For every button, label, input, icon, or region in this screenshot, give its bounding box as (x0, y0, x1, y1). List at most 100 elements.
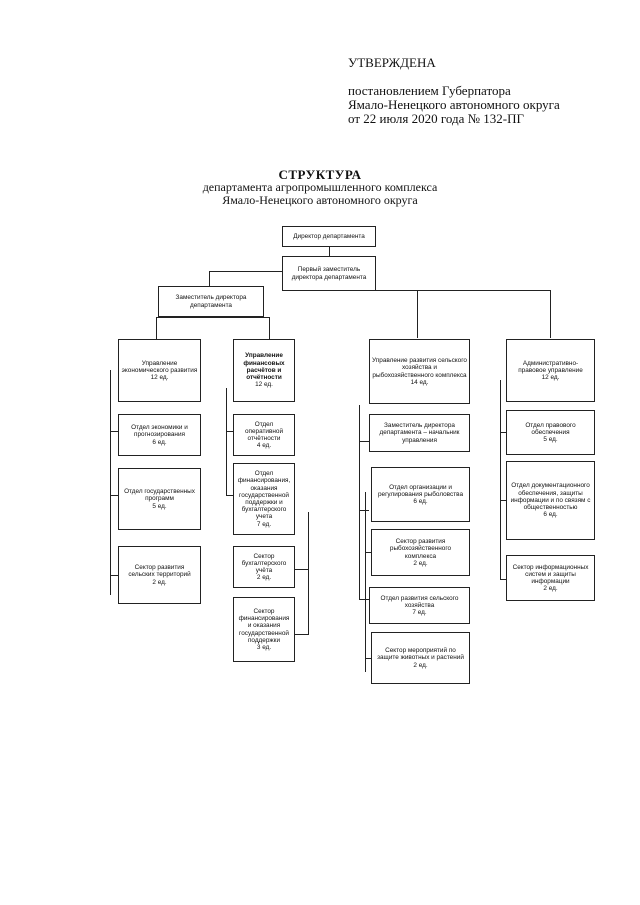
sector-box: Сектор финансирования и оказания государ… (233, 597, 295, 662)
department-box: Отдел оперативной отчётности 4 ед. (233, 414, 295, 456)
connector-line (269, 317, 270, 339)
box-label: Сектор информационных систем и защиты ин… (512, 563, 589, 585)
box-label: Сектор развития сельских территорий (128, 564, 191, 579)
box-label: Отдел государственных программ (124, 488, 195, 503)
box-label: Управление экономического развития (121, 359, 198, 374)
staff-count: 2 ед. (413, 661, 428, 669)
box-label: Отдел экономики и прогнозирования (131, 424, 188, 439)
document-title: СТРУКТУРА (278, 167, 362, 182)
department-box: Отдел развития сельского хозяйства 7 ед. (369, 587, 470, 624)
box-label: Сектор бухгалтерского учёта (241, 552, 287, 574)
connector-line (500, 500, 506, 501)
department-box: Отдел организации и регулирования рыболо… (371, 467, 470, 522)
connector-line (156, 317, 270, 318)
box-label: Отдел оперативной отчётности (244, 420, 284, 442)
box-label: Отдел организации и регулирования рыболо… (377, 483, 463, 498)
sector-box: Сектор бухгалтерского учёта 2 ед. (233, 546, 295, 588)
deputy-head-box: Заместитель директора департамента – нач… (369, 414, 470, 452)
department-box: Отдел экономики и прогнозирования 6 ед. (118, 414, 201, 456)
sector-box: Сектор развития рыбохозяйственного компл… (371, 529, 470, 576)
connector-line (500, 579, 506, 580)
box-label: Управление финансовых расчётов и отчётно… (243, 352, 285, 382)
staff-count: 14 ед. (410, 378, 429, 386)
division-box: Управление экономического развития 12 ед… (118, 339, 201, 402)
staff-count: 4 ед. (256, 442, 272, 450)
staff-count: 2 ед. (543, 585, 558, 593)
staff-count: 2 ед. (256, 574, 272, 582)
approval-line: Ямало-Ненецкого автономного округа (348, 97, 560, 112)
box-label: Сектор развития рыбохозяйственного компл… (389, 538, 452, 560)
first-deputy-box: Первый заместитель директора департамент… (282, 256, 376, 291)
staff-count: 12 ед. (255, 381, 273, 389)
staff-count: 5 ед. (152, 502, 167, 510)
connector-line (110, 431, 118, 432)
sector-box: Сектор информационных систем и защиты ин… (506, 555, 595, 601)
connector-line (329, 246, 330, 257)
connector-line (209, 271, 282, 272)
connector-line (110, 575, 118, 576)
connector-line (500, 432, 506, 433)
deputy-box: Заместитель директора департамента (158, 286, 264, 317)
connector-line (365, 492, 366, 672)
connector-line (308, 512, 309, 635)
box-label: Управление развития сельского хозяйства … (372, 357, 467, 379)
division-box: Административно-правовое управление 12 е… (506, 339, 595, 402)
staff-count: 12 ед. (541, 374, 560, 382)
connector-line (295, 569, 309, 570)
approval-date: от 22 июля 2020 года № 132-ПГ (348, 111, 524, 126)
box-label: Отдел документационного обеспечения, защ… (510, 482, 591, 512)
document-subtitle: департамента агропромышленного комплекса (202, 180, 438, 194)
department-box: Отдел государственных программ 5 ед. (118, 468, 201, 530)
sector-box: Сектор мероприятий по защите животных и … (371, 632, 470, 684)
box-label: Административно-правовое управление (518, 359, 583, 374)
approval-title: УТВЕРЖДЕНА (348, 55, 436, 70)
staff-count: 6 ед. (413, 498, 428, 506)
connector-line (365, 552, 371, 553)
connector-line (359, 599, 369, 600)
division-box: Управление финансовых расчётов и отчётно… (233, 339, 295, 402)
department-box: Отдел финансирования, оказания государст… (233, 463, 295, 535)
division-box: Управление развития сельского хозяйства … (369, 339, 470, 404)
connector-line (359, 510, 369, 511)
connector-line (110, 495, 118, 496)
staff-count: 12 ед. (150, 374, 169, 382)
connector-line (226, 431, 233, 432)
box-label: Заместитель директора департамента (175, 294, 247, 309)
box-label: Заместитель директора департамента – нач… (379, 422, 460, 444)
connector-line (550, 290, 551, 338)
staff-count: 7 ед. (412, 609, 427, 617)
connector-line (500, 380, 501, 580)
staff-count: 6 ед. (543, 511, 558, 519)
connector-line (370, 290, 551, 291)
connector-line (295, 634, 309, 635)
document-heading: СТРУКТУРА департамента агропромышленного… (0, 168, 640, 207)
staff-count: 3 ед. (256, 643, 272, 651)
connector-line (359, 441, 369, 442)
approval-line: постановлением Губерпатора (348, 83, 511, 98)
staff-count: 5 ед. (543, 436, 558, 444)
box-label: Отдел финансирования, оказания государст… (237, 470, 291, 521)
staff-count: 7 ед. (256, 520, 272, 528)
box-label: Сектор мероприятий по защите животных и … (377, 647, 464, 662)
staff-count: 2 ед. (413, 559, 428, 567)
connector-line (365, 658, 371, 659)
connector-line (209, 271, 210, 286)
department-box: Отдел правового обеспечения 5 ед. (506, 410, 595, 455)
connector-line (359, 405, 360, 600)
box-label: Отдел развития сельского хозяйства (380, 594, 459, 609)
box-label: Первый заместитель директора департамент… (291, 266, 367, 281)
staff-count: 6 ед. (152, 438, 167, 446)
department-box: Отдел документационного обеспечения, защ… (506, 461, 595, 540)
approval-stamp: УТВЕРЖДЕНА постановлением Губерпатора Ям… (348, 56, 560, 126)
staff-count: 2 ед. (152, 578, 167, 586)
connector-line (417, 290, 418, 338)
box-label: Сектор финансирования и оказания государ… (238, 607, 290, 644)
connector-line (110, 370, 111, 595)
director-box: Директор департамента (282, 226, 376, 247)
connector-line (226, 495, 233, 496)
connector-line (226, 388, 227, 496)
document-subtitle: Ямало-Ненецкого автономного округа (222, 193, 418, 207)
connector-line (156, 317, 157, 339)
box-label: Отдел правового обеспечения (525, 421, 576, 436)
